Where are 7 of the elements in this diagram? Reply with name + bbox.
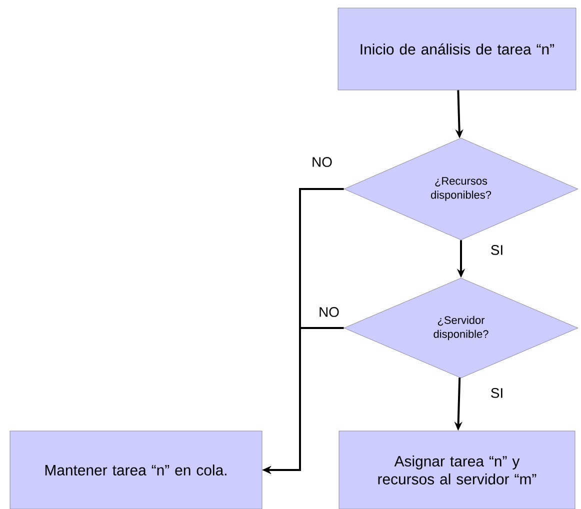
process-box: Asignar tarea “n” y recursos al servidor “m” bbox=[338, 430, 576, 509]
edge-label: NO bbox=[320, 307, 339, 317]
edge-label: SI bbox=[491, 388, 502, 398]
process-box: Inicio de análisis de tarea “n” bbox=[338, 8, 576, 90]
edge-label: SI bbox=[491, 245, 502, 255]
edge-label: NO bbox=[312, 157, 332, 167]
process-box: Mantener tarea “n” en cola. bbox=[10, 430, 262, 509]
